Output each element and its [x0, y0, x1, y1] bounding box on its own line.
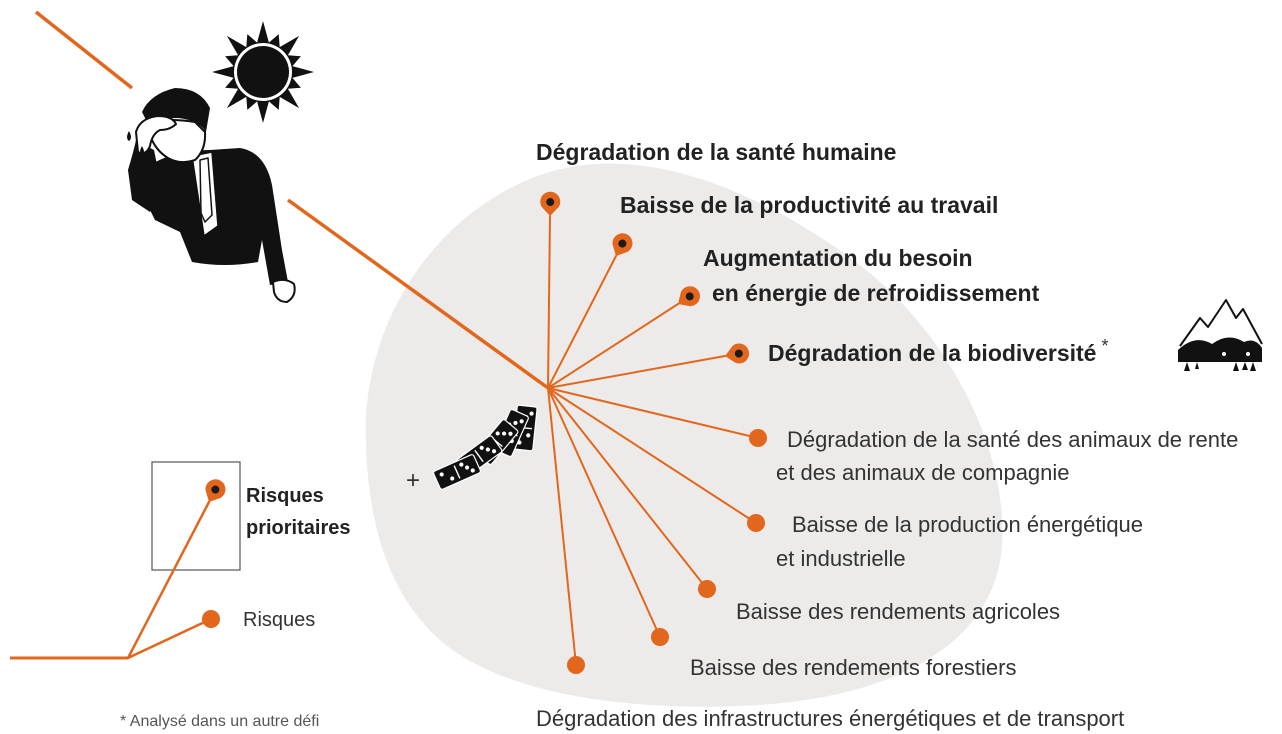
legend-priority-marker [205, 479, 226, 502]
priority-risk: Baisse de la productivité au travail [547, 192, 998, 389]
risk: Baisse de la production énergétique et i… [547, 387, 1143, 571]
legend-priority-label-line-1: Risques [246, 485, 324, 507]
mountain-ground [1178, 337, 1262, 362]
sweat-drop [127, 131, 131, 141]
mountains-icon [1178, 299, 1263, 371]
sun-icon [212, 21, 314, 123]
sweating-man-icon [127, 88, 296, 303]
legend: Risques prioritaires Risques [10, 461, 350, 660]
legend-risk-link [126, 617, 213, 660]
risk-marker [698, 580, 716, 598]
mountain-peaks [1179, 299, 1263, 347]
risk-label-group: Dégradation de la biodiversité* [768, 336, 1108, 366]
man-tie [199, 157, 213, 223]
pin-dot [685, 292, 694, 301]
legend-box [151, 461, 241, 571]
priority-risk-marker [678, 286, 700, 307]
heat-exposure-line-lower [286, 198, 550, 390]
risk-marker [651, 628, 669, 646]
priority-risk-marker [725, 343, 750, 364]
risk-marker [747, 514, 765, 532]
priority-risk: Dégradation de la santé humaine [536, 139, 896, 389]
tree [1250, 362, 1256, 371]
sweat-drop [140, 146, 144, 156]
risk-label-line-2: en énergie de refroidissement [712, 280, 1040, 306]
tree-dot [1246, 352, 1250, 356]
risk: Baisse des rendements agricoles [547, 387, 1060, 624]
risk-link [547, 387, 577, 666]
footnote: * Analysé dans un autre défi [120, 713, 319, 730]
tree [1195, 362, 1199, 369]
risk: Dégradation des infrastructures énergéti… [536, 387, 1124, 731]
priority-risk-marker [540, 191, 561, 216]
risk-label: Baisse de la productivité au travail [620, 192, 998, 218]
priority-risk: Dégradation de la biodiversité* [547, 336, 1108, 389]
risk-label: Baisse des rendements forestiers [690, 655, 1017, 680]
risk-label: Baisse des rendements agricoles [736, 599, 1060, 624]
man-raised-arm [128, 140, 162, 212]
risk-label: Dégradation de la biodiversité [768, 340, 1096, 366]
risk-link [547, 255, 617, 389]
man-hand [135, 115, 177, 155]
legend-risk-label: Risques [243, 609, 315, 631]
tree-dot [1222, 352, 1226, 356]
tree [1233, 362, 1239, 371]
risk-label-line-1: Baisse de la production énergétique [792, 512, 1143, 537]
risk-label-line-2: et industrielle [776, 546, 906, 571]
pin-dot [618, 239, 627, 248]
footnote-marker: * [1101, 336, 1108, 356]
legend-risk-marker [202, 610, 220, 628]
man-hair [142, 88, 210, 132]
risk-link [547, 387, 661, 638]
cascade-plus-sign: + [406, 467, 420, 494]
tree [1184, 362, 1190, 371]
risk-link [547, 303, 679, 389]
risk-label-line-1: Dégradation de la santé des animaux de r… [787, 427, 1238, 452]
risk-marker [749, 429, 767, 447]
pin-dot [734, 349, 743, 358]
risk-label-line-2: et des animaux de compagnie [776, 460, 1070, 485]
risk-link [547, 355, 726, 389]
risk: Dégradation de la santé des animaux de r… [547, 387, 1238, 485]
risk: Baisse des rendements forestiers [547, 387, 1017, 680]
pin-dot [546, 198, 555, 207]
man-fist [272, 278, 296, 303]
risk-cascade-area [365, 163, 1003, 707]
risk-link [547, 387, 708, 590]
priority-risk-marker [612, 233, 633, 256]
risk-marker [567, 656, 585, 674]
sun-core [237, 46, 289, 98]
heat-exposure-line-upper [34, 10, 134, 90]
pin-dot [211, 485, 220, 494]
priority-risk: Augmentation du besoin en énergie de ref… [547, 245, 1040, 389]
legend-priority-link [126, 500, 211, 660]
tree [1242, 362, 1248, 370]
risk-label: Dégradation de la santé humaine [536, 139, 896, 165]
risk-link [547, 387, 759, 439]
risk-link [547, 387, 757, 524]
legend-priority-label-line-2: prioritaires [246, 517, 350, 539]
risk-label: Dégradation des infrastructures énergéti… [536, 706, 1124, 731]
risk-label-line-1: Augmentation du besoin [703, 245, 973, 271]
risk-link [547, 215, 551, 389]
